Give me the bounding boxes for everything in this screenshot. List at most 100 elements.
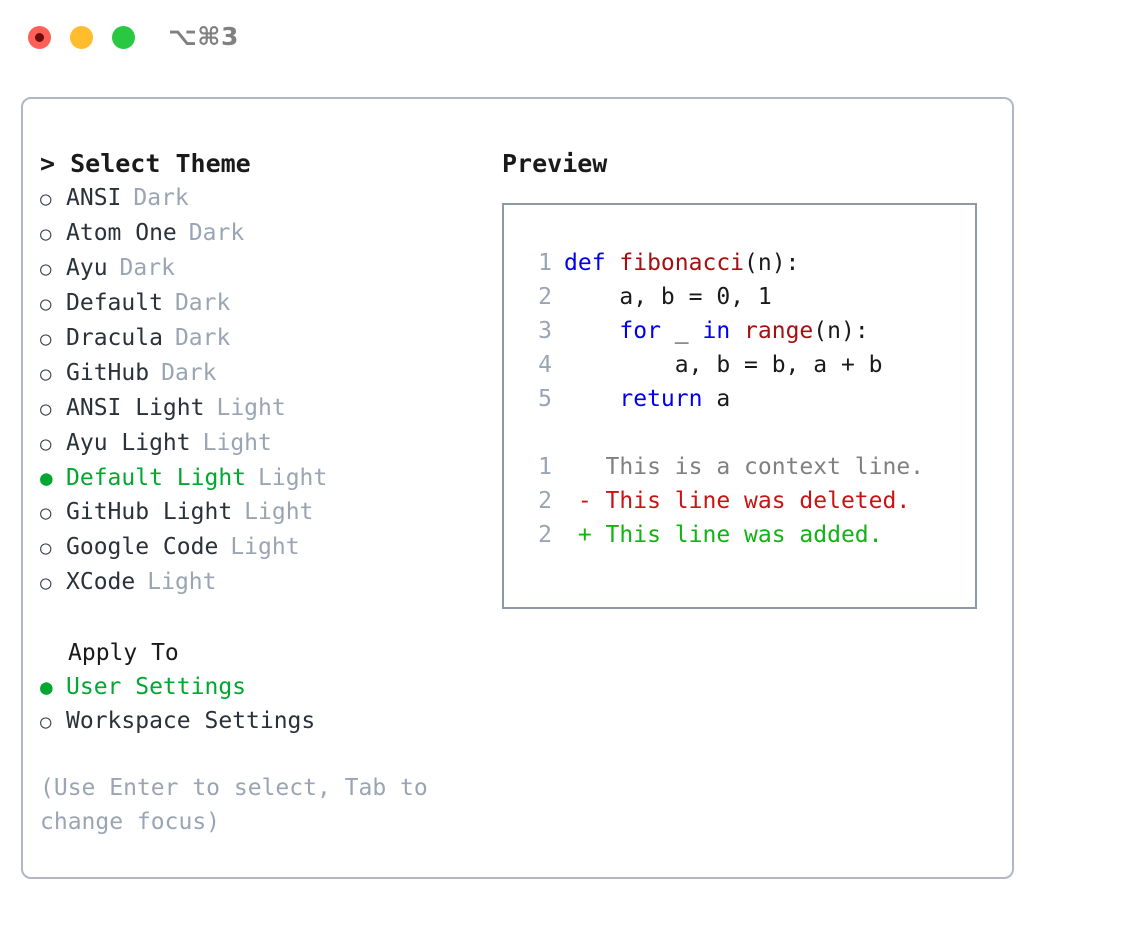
theme-option-label: Google Code [66, 534, 219, 560]
line-content: def fibonacci(n): [564, 246, 799, 280]
keyboard-hint-text: (Use Enter to select, Tab to change focu… [40, 775, 428, 835]
theme-option-label: Default Light [66, 465, 247, 491]
radio-unselected-icon: ○ [40, 502, 52, 524]
title-bar: ⌥⌘3 [0, 0, 1140, 76]
radio-unselected-icon: ○ [40, 258, 52, 280]
theme-option-label: Ayu Light [66, 430, 191, 456]
window-controls [28, 26, 135, 49]
token-del: - This line was deleted. [564, 488, 911, 514]
token-kw: in [702, 318, 745, 344]
select-theme-heading: > Select Theme [40, 149, 251, 178]
diff-sample: 1 This is a context line. 2 - This line w… [518, 450, 969, 552]
line-content: return a [564, 382, 730, 416]
theme-option-label: Default [66, 290, 163, 316]
token-plain [564, 386, 619, 412]
radio-unselected-icon: ○ [40, 328, 52, 350]
theme-option-tag: Dark [188, 220, 245, 246]
line-number: 1 [538, 454, 552, 480]
token-plain: _ [660, 318, 703, 344]
apply-to-option-label: Workspace Settings [66, 708, 316, 734]
theme-option-tag: Light [147, 569, 217, 595]
radio-unselected-icon: ○ [40, 398, 52, 420]
theme-option-default[interactable]: ○ Default Dark [40, 286, 500, 321]
token-plain: (n): [813, 318, 869, 344]
apply-to-option-label: User Settings [66, 674, 247, 700]
line-number: 2 [538, 488, 552, 514]
line-number: 2 [538, 522, 552, 548]
theme-option-tag: Light [244, 499, 314, 525]
theme-option-tag: Light [202, 430, 272, 456]
theme-option-tag: Light [258, 465, 328, 491]
radio-unselected-icon: ○ [40, 572, 52, 594]
code-line: 4 a, b = b, a + b [518, 348, 969, 382]
apply-to-option-workspace-settings[interactable]: ○ Workspace Settings [40, 704, 500, 739]
token-fn: range [744, 318, 814, 344]
radio-unselected-icon: ○ [40, 711, 52, 733]
theme-option-label: GitHub [66, 360, 150, 386]
code-line: 5 return a [518, 382, 969, 416]
token-ctx: This is a context line. [564, 454, 925, 480]
line-number: 3 [538, 318, 552, 344]
theme-option-ayu[interactable]: ○ Ayu Dark [40, 251, 500, 286]
token-plain: (n): [744, 250, 800, 276]
maximize-button[interactable] [112, 26, 135, 49]
theme-option-tag: Dark [174, 325, 231, 351]
token-add: + This line was added. [564, 522, 883, 548]
line-number: 2 [538, 284, 552, 310]
line-number: 4 [538, 352, 552, 378]
radio-unselected-icon: ○ [40, 188, 52, 210]
theme-option-default-light[interactable]: ● Default Light Light [40, 461, 500, 495]
theme-option-google-code[interactable]: ○ Google Code Light [40, 530, 500, 565]
token-kw: def [564, 250, 620, 276]
line-content: a, b = b, a + b [564, 348, 883, 382]
code-spacer [518, 416, 969, 450]
apply-to-option-user-settings[interactable]: ●User Settings [40, 670, 500, 704]
theme-option-ayu-light[interactable]: ○ Ayu Light Light [40, 426, 500, 461]
line-content: a, b = 0, 1 [564, 280, 771, 314]
line-number: 5 [538, 386, 552, 412]
radio-unselected-icon: ○ [40, 537, 52, 559]
close-button[interactable] [28, 26, 51, 49]
radio-selected-icon: ● [40, 466, 53, 490]
code-line: 3 for _ in range(n): [518, 314, 969, 348]
radio-unselected-icon: ○ [40, 293, 52, 315]
token-kw: return [619, 386, 703, 412]
line-content: for _ in range(n): [564, 314, 869, 348]
line-content: + This line was added. [564, 518, 883, 552]
theme-option-tag: Dark [133, 185, 189, 211]
preview-heading: Preview [502, 149, 608, 178]
theme-option-label: ANSI Light [66, 395, 205, 421]
theme-option-github[interactable]: ○ GitHub Dark [40, 356, 500, 391]
diff-line: 2 - This line was deleted. [518, 484, 969, 518]
theme-option-label: XCode [66, 569, 136, 595]
minimize-button[interactable] [70, 26, 93, 49]
theme-option-tag: Light [230, 534, 300, 560]
code-line: 2 a, b = 0, 1 [518, 280, 969, 314]
apply-to-heading: Apply To [68, 640, 179, 666]
theme-option-github-light[interactable]: ○ GitHub Light Light [40, 495, 500, 530]
theme-option-tag: Dark [119, 255, 175, 281]
line-content: This is a context line. [564, 450, 925, 484]
theme-option-label: GitHub Light [66, 499, 233, 525]
theme-option-label: Ayu [66, 255, 108, 281]
diff-line: 2 + This line was added. [518, 518, 969, 552]
radio-unselected-icon: ○ [40, 433, 52, 455]
line-content: - This line was deleted. [564, 484, 910, 518]
radio-unselected-icon: ○ [40, 363, 52, 385]
token-fn: fibonacci [619, 250, 745, 276]
theme-option-xcode[interactable]: ○ XCode Light [40, 565, 500, 600]
theme-option-tag: Dark [161, 360, 217, 386]
theme-option-tag: Dark [174, 290, 231, 316]
